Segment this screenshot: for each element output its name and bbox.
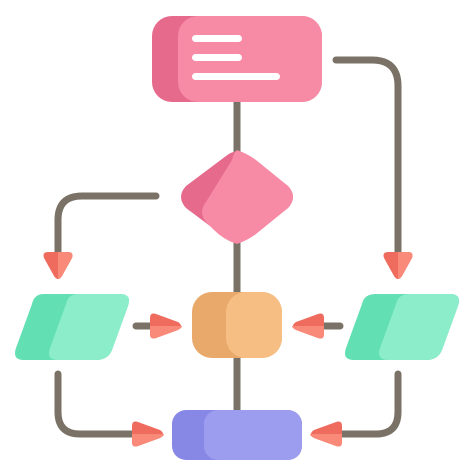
arrow-down-icon — [383, 252, 413, 279]
right-io-parallelogram — [345, 294, 459, 360]
arrow-right-icon — [150, 313, 182, 339]
connector-decision-to-left-io — [54, 192, 160, 262]
connector-start-to-right-io — [332, 56, 402, 262]
text-line-icon — [192, 73, 280, 80]
arrowheads — [43, 252, 413, 447]
arrow-left-icon — [310, 421, 342, 447]
start-box — [152, 16, 322, 102]
process-box — [192, 292, 282, 358]
process-box-face — [226, 292, 282, 358]
right-io-face — [379, 294, 459, 360]
connector-lines — [54, 56, 402, 438]
left-io-parallelogram — [15, 294, 129, 360]
arrow-right-icon — [132, 421, 164, 447]
arrow-left-icon — [292, 313, 324, 339]
arrow-down-icon — [43, 252, 73, 279]
end-box-face — [204, 410, 302, 460]
end-box — [172, 410, 302, 460]
text-line-icon — [192, 54, 242, 61]
decision-diamond-face — [202, 150, 293, 244]
connector-right-io-to-end — [336, 370, 402, 438]
connector-left-io-to-end — [54, 370, 144, 438]
text-line-icon — [192, 35, 242, 42]
left-io-face — [49, 294, 129, 360]
decision-diamond — [181, 150, 293, 244]
